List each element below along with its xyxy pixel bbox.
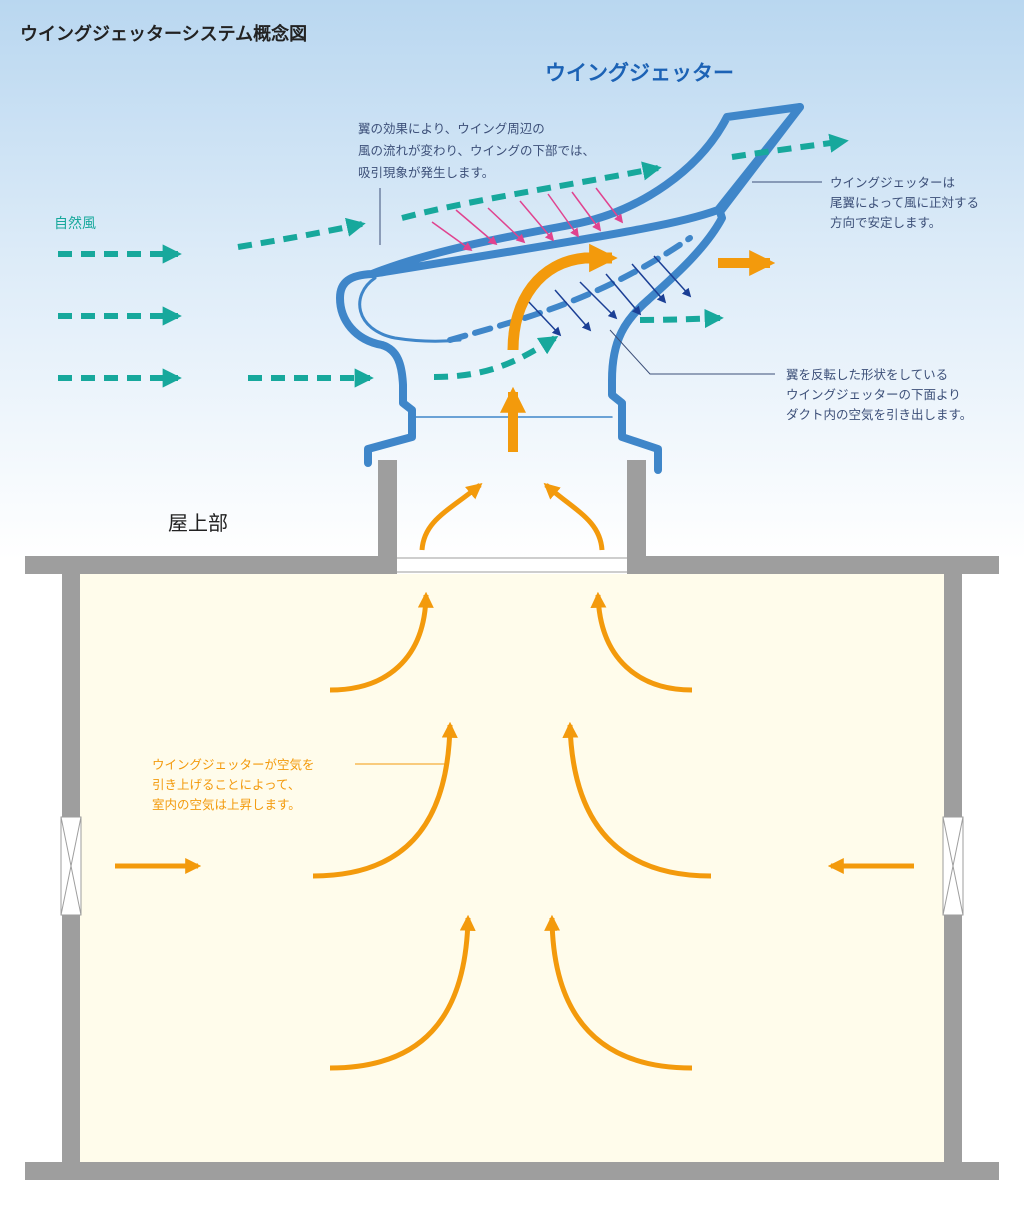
- duct-inflow-arrow-left: [419, 482, 483, 551]
- note-line: 風の流れが変わり、ウイングの下部では、: [358, 143, 595, 158]
- roof-slab-right: [627, 556, 999, 574]
- note-line: ウイングジェッターが空気を: [152, 757, 315, 772]
- note-line: ウイングジェッターの下面より: [786, 387, 961, 402]
- note-line: 尾翼によって風に正対する: [830, 195, 979, 210]
- room-flow-arrow: [590, 591, 693, 693]
- rooftop-label: 屋上部: [168, 511, 228, 535]
- note-line: 方向で安定します。: [830, 215, 941, 230]
- device-outer-outline: [336, 103, 804, 467]
- wind-arrow: [433, 335, 559, 380]
- note-line: 翼を反転した形状をしている: [786, 367, 948, 382]
- room-note: ウイングジェッターが空気を 引き上げることによって、 室内の空気は上昇します。: [152, 757, 315, 812]
- wing-effect-note: 翼の効果により、ウイング周辺の 風の流れが変わり、ウイングの下部では、 吸引現象…: [358, 121, 595, 180]
- underside-note: 翼を反転した形状をしている ウイングジェッターの下面より ダクト内の空気を引き出…: [786, 367, 972, 422]
- right-window: [942, 816, 964, 916]
- diagram-title: ウイングジェッターシステム概念図: [20, 23, 307, 45]
- wing-jetter-device: [336, 103, 804, 474]
- wind-arrow: [401, 161, 662, 221]
- roof-slab-left: [25, 556, 397, 574]
- device-right-outline: [608, 103, 804, 474]
- note-line: 引き上げることによって、: [152, 777, 300, 792]
- sky-background: [0, 0, 1024, 560]
- room-flow-arrow: [329, 914, 476, 1071]
- note-line: ダクト内の空気を引き出します。: [786, 407, 972, 422]
- room-flow-arrow: [329, 591, 434, 693]
- note-line: 室内の空気は上昇します。: [152, 797, 301, 812]
- wind-arrow: [639, 308, 724, 329]
- building: [25, 460, 999, 1180]
- natural-wind-label: 自然風: [54, 215, 96, 232]
- wind-arrow: [731, 133, 849, 160]
- duct-right-wall: [627, 460, 646, 574]
- duct-inflow-arrow-right: [543, 482, 605, 551]
- exhaust-curl-arrow: [507, 243, 618, 351]
- underside-note-leader: [609, 329, 775, 375]
- room-flow-arrow: [562, 721, 712, 879]
- suction-arrows: [431, 187, 624, 252]
- note-line: 翼の効果により、ウイング周辺の: [358, 121, 545, 136]
- duct-left-wall: [378, 460, 397, 574]
- note-line: ウイングジェッターは: [830, 175, 955, 190]
- product-label: ウイングジェッター: [545, 61, 734, 85]
- room-flow-arrow: [312, 721, 458, 879]
- left-window: [60, 816, 82, 916]
- note-line: 吸引現象が発生します。: [358, 165, 494, 180]
- pull-arrows: [526, 255, 692, 337]
- airflow-arrows: [115, 243, 914, 1071]
- tail-note: ウイングジェッターは 尾翼によって風に正対する 方向で安定します。: [830, 175, 979, 230]
- natural-wind-arrows: [58, 133, 849, 388]
- wind-arrow: [237, 217, 366, 250]
- device-underside-dashed: [447, 235, 693, 343]
- room-flow-arrow: [544, 914, 693, 1071]
- room-interior: [80, 574, 944, 1162]
- device-inner-lip: [358, 276, 462, 343]
- floor-slab: [25, 1162, 999, 1180]
